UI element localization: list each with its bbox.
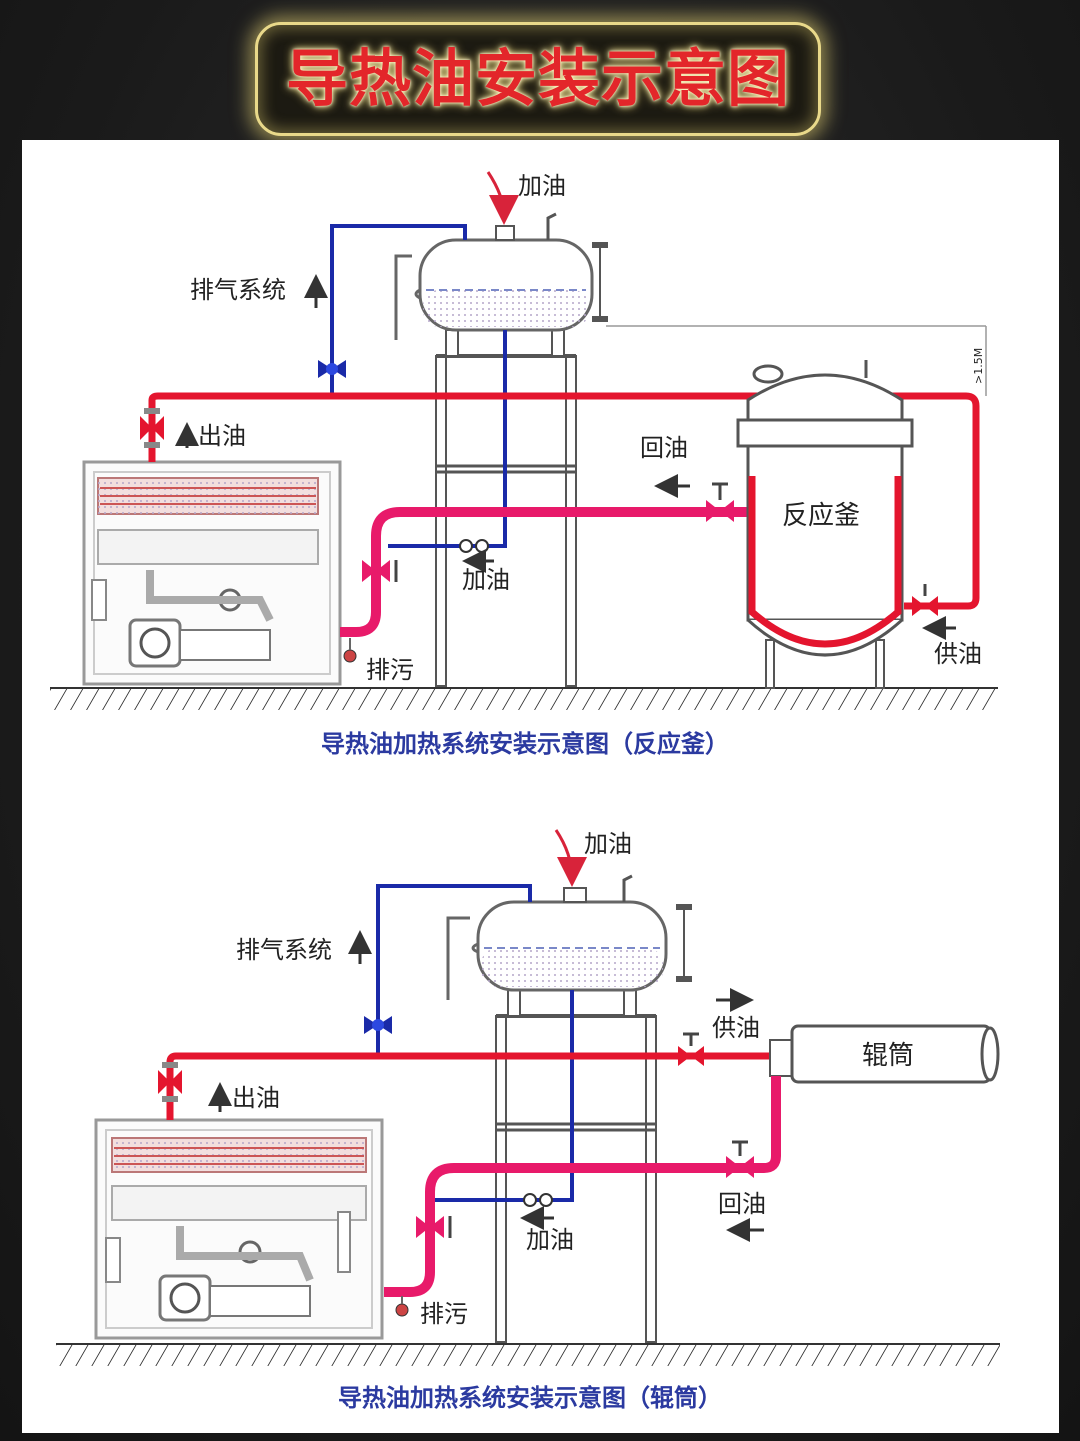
- outlet-valve-top: [140, 408, 164, 448]
- top-diagram: 加油 排气系统 出油 回油 反应釜 加油 排污 供油 >1.5M 导热油加热系统…: [50, 171, 998, 758]
- supply-valve-top: [912, 584, 938, 616]
- fill-arrow-bottom: [554, 829, 587, 887]
- vent-line-bottom: [376, 884, 532, 1056]
- filter-top: [362, 560, 398, 582]
- tank-stand-bottom: [495, 987, 657, 1343]
- vessel-label: 反应釜: [782, 501, 860, 531]
- return-label-top: 回油: [640, 434, 688, 462]
- heater-unit-bottom: [94, 1118, 384, 1340]
- fill-line-bottom: [430, 990, 574, 1202]
- return-valve-top: [706, 482, 734, 522]
- vent-valve-bottom: [364, 1016, 392, 1034]
- caption-top: 导热油加热系统安装示意图（反应釜）: [321, 730, 729, 758]
- expansion-tank-top: [394, 212, 987, 396]
- filter-bottom: [416, 1216, 452, 1238]
- supply-label-bottom: 供油: [712, 1014, 760, 1042]
- ground-top: [50, 687, 998, 710]
- fill-arrow-top: [486, 171, 519, 225]
- reactor-vessel: [736, 360, 914, 689]
- fill-label-top: 加油: [518, 172, 566, 200]
- vent-valve-top: [318, 360, 346, 378]
- return-valve-bottom: [726, 1140, 754, 1178]
- roller-label: 辊筒: [862, 1041, 914, 1071]
- supply-valve-bottom: [678, 1032, 704, 1066]
- drain-valve-bottom: [395, 1296, 409, 1317]
- hot-line-top: [148, 392, 980, 610]
- return-label-bottom: 回油: [718, 1190, 766, 1218]
- vent-label-top: 排气系统: [190, 276, 286, 304]
- ground-bottom: [56, 1343, 1000, 1366]
- drain-valve-top: [343, 638, 357, 663]
- hot-line-bottom: [166, 1052, 774, 1120]
- page-title: 导热油安装示意图: [285, 42, 790, 115]
- heater-unit-top: [82, 460, 342, 686]
- fill-label-bottom: 加油: [584, 830, 632, 858]
- supply-label-top: 供油: [934, 640, 982, 668]
- roller-drum: [769, 1024, 1000, 1084]
- fill-label-lower-bottom: 加油: [526, 1226, 574, 1254]
- bottom-diagram: 加油 排气系统 供油 辊筒 出油 回油 加油 排污 导热油加热系统安装示意图（辊…: [56, 829, 1000, 1412]
- drain-label-top: 排污: [366, 656, 414, 684]
- fill-valve-bottom: [523, 1193, 553, 1207]
- expansion-tank-bottom: [446, 874, 692, 1000]
- title-frame: 导热油安装示意图: [255, 22, 821, 136]
- drain-label-bottom: 排污: [420, 1300, 468, 1328]
- vent-line-top: [330, 224, 467, 396]
- outlet-valve-bottom: [158, 1062, 182, 1102]
- return-line-bottom: [384, 1076, 781, 1297]
- outlet-label-bottom: 出油: [232, 1084, 280, 1112]
- height-note: >1.5M: [972, 348, 985, 384]
- return-line-top: [340, 507, 748, 637]
- outlet-label-top: 出油: [198, 422, 246, 450]
- fill-line-top: [388, 330, 507, 548]
- fill-label-lower-top: 加油: [462, 566, 510, 594]
- caption-bottom: 导热油加热系统安装示意图（辊筒）: [338, 1384, 722, 1412]
- vent-label-bottom: 排气系统: [236, 936, 332, 964]
